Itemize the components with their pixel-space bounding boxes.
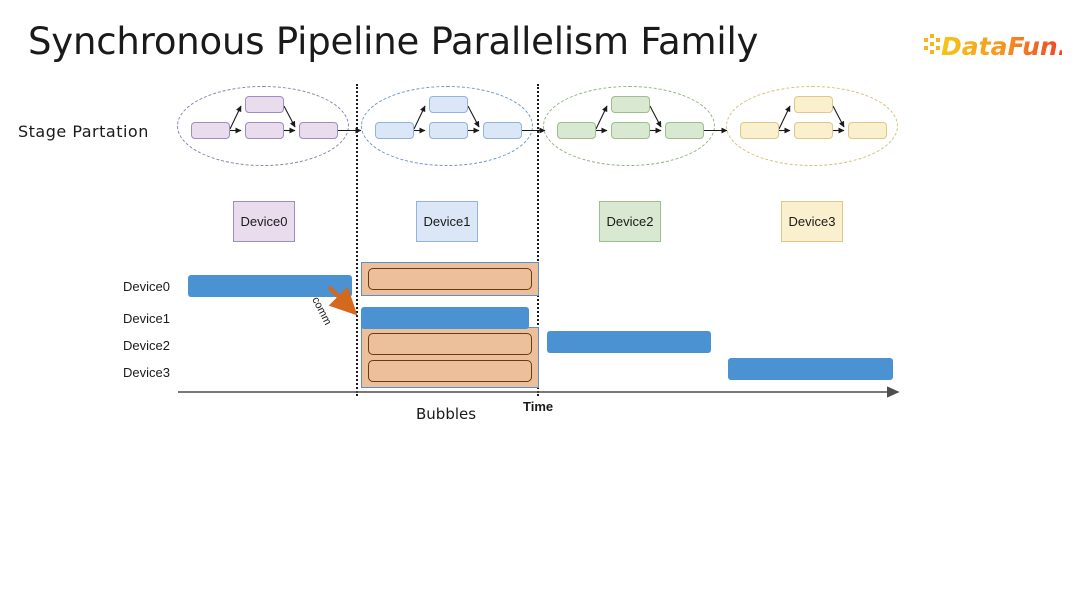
stage-separator-1: [537, 84, 539, 396]
stage-node-output: [848, 122, 887, 139]
compute-bar-device3: [728, 358, 893, 380]
stage-node-branch-mid: [245, 122, 284, 139]
stage-edge: [778, 105, 791, 130]
timeline-row-label-device0: Device0: [123, 279, 170, 294]
bubbles-caption: Bubbles: [416, 405, 477, 423]
stage-arrows-1: [413, 105, 546, 134]
bubble-cell: [368, 333, 532, 355]
stage-ellipse-1: [361, 86, 533, 166]
stage-node-branch-mid: [794, 122, 833, 139]
stage-edge: [283, 105, 296, 128]
compute-bar-device2: [547, 331, 711, 353]
stage-edge: [595, 105, 608, 130]
compute-bar-device1: [361, 307, 529, 329]
stage-edge: [467, 105, 480, 128]
comm-arrow-icon: [327, 285, 358, 316]
stage-node-branch-top: [245, 96, 284, 113]
timeline-row-label-device3: Device3: [123, 365, 170, 380]
stage-ellipse-2: [543, 86, 715, 166]
stage-node-branch-top: [794, 96, 833, 113]
stage-node-branch-mid: [429, 122, 468, 139]
stage-group-2: [543, 86, 728, 166]
stage-group-1: [361, 86, 546, 166]
stage-arrows-2: [595, 105, 728, 134]
device-legend-box-3: Device3: [781, 201, 843, 242]
datafun-logo: DataFun.: [922, 30, 1062, 62]
datafun-dots-icon: [924, 34, 940, 54]
stage-node-output: [299, 122, 338, 139]
stage-node-branch-top: [429, 96, 468, 113]
stage-edge: [413, 105, 426, 130]
stage-partition-label: Stage Partation: [18, 122, 149, 141]
stage-separator-0: [356, 84, 358, 396]
page-title: Synchronous Pipeline Parallelism Family: [28, 20, 759, 63]
datafun-logo-svg: DataFun.: [924, 32, 1062, 61]
stage-edge: [832, 105, 845, 128]
stage-node-input: [557, 122, 596, 139]
device-legend-box-1: Device1: [416, 201, 478, 242]
stage-ellipse-0: [177, 86, 349, 166]
device-legend-box-0: Device0: [233, 201, 295, 242]
stage-node-branch-top: [611, 96, 650, 113]
stage-ellipse-3: [726, 86, 898, 166]
device-legend-box-2: Device2: [599, 201, 661, 242]
stage-node-output: [483, 122, 522, 139]
stage-arrows-3: [778, 105, 845, 134]
datafun-wordmark: DataFun.: [941, 32, 1062, 61]
stage-edge: [229, 105, 242, 130]
stage-node-input: [375, 122, 414, 139]
stage-group-0: [177, 86, 362, 166]
time-axis-caption: Time: [523, 399, 554, 414]
timeline-row-label-device1: Device1: [123, 311, 170, 326]
compute-bar-device0: [188, 275, 352, 297]
stage-node-input: [740, 122, 779, 139]
stage-edge: [649, 105, 662, 128]
bubble-group-1: [361, 327, 539, 388]
stage-group-3: [726, 86, 898, 166]
bubble-cell: [368, 360, 532, 382]
time-axis: [178, 386, 900, 398]
stage-node-branch-mid: [611, 122, 650, 139]
stage-node-output: [665, 122, 704, 139]
bubble-cell: [368, 268, 532, 290]
timeline-row-label-device2: Device2: [123, 338, 170, 353]
stage-node-input: [191, 122, 230, 139]
bubble-group-0: [361, 262, 539, 296]
